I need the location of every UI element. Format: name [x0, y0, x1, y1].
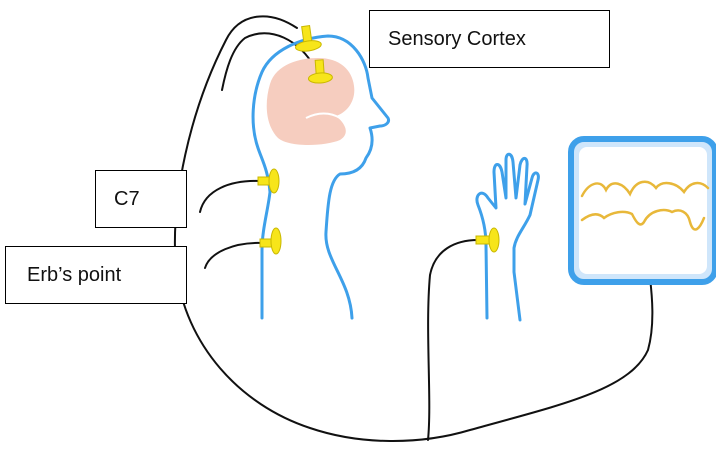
sensory-cortex-region [267, 58, 355, 145]
wire-c7 [200, 181, 260, 212]
wire-erb [205, 243, 262, 268]
waveform-monitor [571, 139, 715, 282]
label-c7: C7 [95, 170, 187, 228]
label-erbs-point-text: Erb’s point [27, 264, 121, 287]
label-sensory-cortex-text: Sensory Cortex [388, 28, 526, 51]
label-c7-text: C7 [114, 188, 140, 211]
label-erbs-point: Erb’s point [5, 246, 187, 304]
wire-wrist [428, 240, 478, 440]
label-sensory-cortex: Sensory Cortex [369, 10, 610, 68]
